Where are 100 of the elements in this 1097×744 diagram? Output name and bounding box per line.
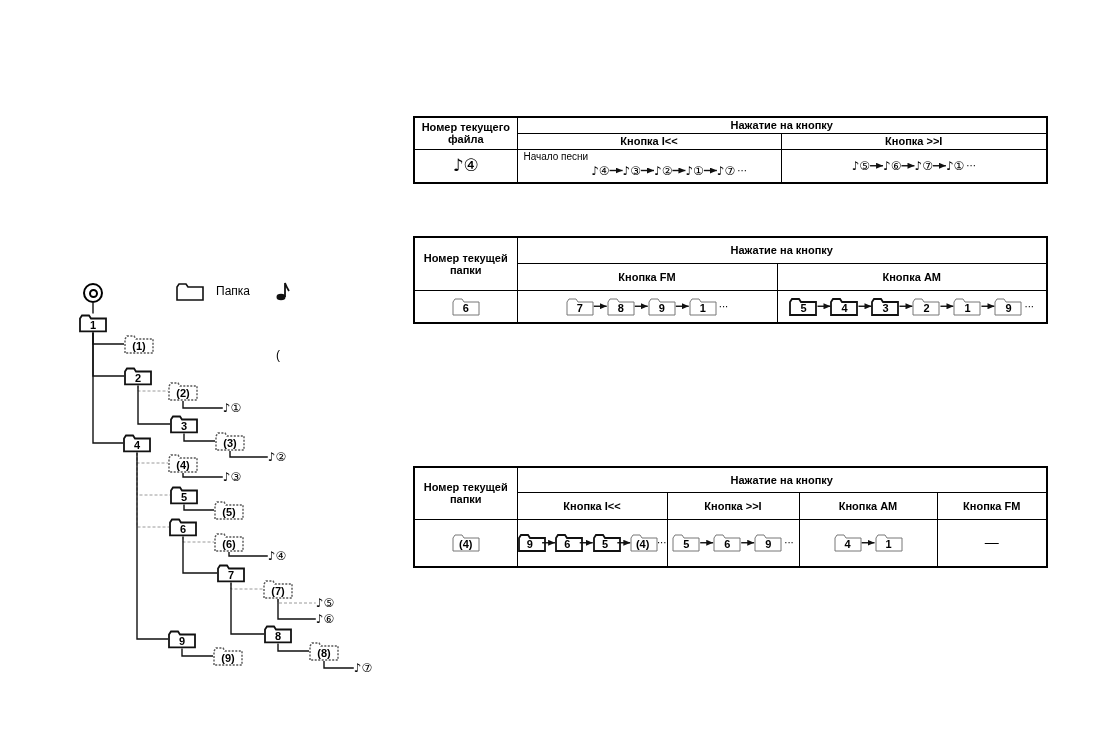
- folder: 4: [123, 433, 151, 453]
- connector-line: [182, 472, 224, 478]
- folder: 9: [754, 533, 783, 553]
- connector-line: [323, 660, 355, 669]
- music-file-label: ♪①: [945, 157, 965, 174]
- arrow: [640, 167, 655, 174]
- music-file-label: ♪③: [222, 469, 242, 485]
- header-text: Кнопка I<<: [517, 492, 667, 519]
- header-text: Номер текущей папки: [414, 237, 517, 290]
- folder: 6: [451, 296, 480, 316]
- dashed-folder: (4): [168, 453, 198, 473]
- folder: 9: [517, 533, 543, 553]
- connector-line: [182, 400, 224, 409]
- folder: 5: [789, 296, 818, 316]
- arrow: [671, 167, 687, 174]
- legend-label: Папка: [216, 283, 250, 300]
- folder: 4: [833, 533, 862, 553]
- dashed-folder: (7): [263, 579, 293, 599]
- folder: 6: [555, 533, 580, 553]
- music-file-label: ♪②: [267, 449, 287, 465]
- stray-mark: (: [276, 347, 280, 364]
- header-text: Кнопка AM: [799, 492, 937, 519]
- arrow: [579, 539, 594, 546]
- folder: 9: [647, 296, 676, 316]
- music-file-label: ♪④: [267, 548, 287, 564]
- music-file-label: ♪⑥: [883, 157, 902, 174]
- arrow: [740, 539, 755, 546]
- folder: (4): [630, 533, 655, 553]
- connector-line: [183, 432, 216, 442]
- folder: 2: [912, 296, 941, 316]
- connector-line: [136, 451, 169, 640]
- header-text: Номер текущего файла: [414, 117, 517, 149]
- arrow: [860, 539, 876, 546]
- arrow: [541, 539, 556, 546]
- music-file-label: ♪⑤: [315, 595, 335, 611]
- ellipsis-text: ···: [1024, 299, 1034, 314]
- music-file-label: ♪⑦: [914, 157, 933, 174]
- dashed-folder: (6): [214, 532, 244, 552]
- connector-line: [277, 642, 310, 652]
- arrow: [900, 162, 916, 169]
- arrow: [593, 303, 608, 310]
- ellipsis-text: ···: [966, 159, 976, 174]
- arrow: [608, 167, 624, 174]
- connector-line: [183, 503, 215, 511]
- arrow: [616, 539, 632, 546]
- music-file-label: ♪①: [222, 400, 242, 416]
- folder: 5: [672, 533, 701, 553]
- ellipsis-text: ···: [737, 164, 747, 178]
- music-file-label: ♪④: [591, 162, 610, 179]
- header-text: Кнопка FM: [517, 263, 777, 290]
- connector-line: [181, 647, 214, 657]
- header-text: Кнопка I<<: [517, 133, 781, 149]
- ellipsis-text: ···: [784, 536, 794, 551]
- arrow: [857, 303, 873, 310]
- arrow: [634, 303, 649, 310]
- music-file-label: ♪⑦: [353, 660, 373, 676]
- music-file-label: ♪⑤: [851, 157, 871, 174]
- dashed-folder: (2): [168, 381, 198, 401]
- folder: 4: [830, 296, 859, 316]
- folder: 8: [606, 296, 635, 316]
- folder: 3: [170, 414, 198, 434]
- music-file-label: ♪③: [622, 162, 641, 179]
- folder: 1: [874, 533, 903, 553]
- arrow: [980, 303, 996, 310]
- header-text: Номер текущей папки: [414, 467, 517, 519]
- arrow: [932, 162, 947, 169]
- folder: 2: [124, 366, 152, 386]
- dashed-folder: (3): [215, 431, 245, 451]
- connector-line: [277, 598, 317, 620]
- connector-line: [182, 535, 218, 574]
- music-file-label: ♪⑦: [716, 162, 736, 179]
- dashed-folder: (5): [214, 500, 244, 520]
- arrow: [699, 539, 714, 546]
- music-file-label: ♪②: [654, 162, 673, 179]
- dashed-folder: (8): [309, 641, 339, 661]
- arrow: [939, 303, 955, 310]
- folder: 7: [217, 563, 245, 583]
- connector-line: [92, 331, 124, 444]
- music-file-label: ♪⑥: [315, 611, 335, 627]
- arrow: [703, 167, 718, 174]
- folder: 6: [713, 533, 742, 553]
- folder: 1: [79, 313, 107, 333]
- arrow: [675, 303, 690, 310]
- connector-line: [137, 384, 171, 425]
- folder: 7: [565, 296, 594, 316]
- header-text: Кнопка >>I: [667, 492, 799, 519]
- arrow: [898, 303, 914, 310]
- folder: (4): [451, 533, 480, 553]
- folder: 9: [168, 629, 196, 649]
- ellipsis-text: ···: [656, 536, 667, 551]
- music-file-label: ♪①: [685, 162, 704, 179]
- connector-line: [230, 581, 265, 635]
- folder: 6: [169, 517, 197, 537]
- folder: 5: [170, 485, 198, 505]
- arrow: [869, 162, 884, 169]
- folder: 1: [953, 296, 982, 316]
- connector-line: [92, 302, 94, 315]
- connector-line: [229, 450, 269, 458]
- dashed-folder: (9): [213, 646, 243, 666]
- arrow: [816, 303, 832, 310]
